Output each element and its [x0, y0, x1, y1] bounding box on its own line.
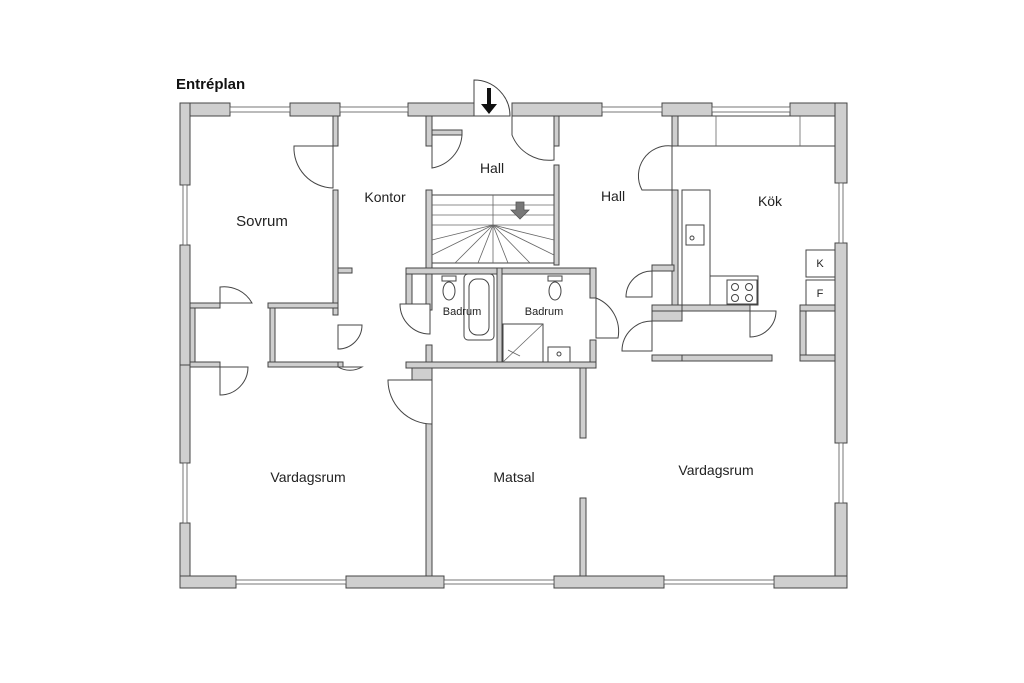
exterior-walls [179, 102, 848, 589]
appliance-label-frys: F [817, 288, 824, 300]
room-labels: Sovrum Kontor Hall Hall Kök Badrum Badru… [236, 160, 824, 485]
stair-down-arrow-icon [510, 201, 530, 220]
bathroom-fixtures [441, 273, 571, 363]
entrance-arrow-icon [481, 88, 497, 114]
plan-title: Entréplan [176, 76, 246, 93]
room-label-vardagsrum-west: Vardagsrum [270, 469, 345, 485]
kitchen-fixtures [677, 115, 836, 306]
room-label-badrum-2: Badrum [525, 306, 564, 318]
staircase [431, 194, 555, 264]
room-label-matsal: Matsal [493, 469, 534, 485]
room-label-hall-entry: Hall [480, 160, 504, 176]
room-label-sovrum: Sovrum [236, 213, 288, 230]
doors [219, 79, 777, 425]
room-label-hall-east: Hall [601, 188, 625, 204]
appliance-label-kyl: K [816, 258, 824, 270]
room-label-kontor: Kontor [364, 189, 406, 205]
room-label-badrum-1: Badrum [443, 306, 482, 318]
freezer-box [805, 279, 836, 306]
room-label-vardagsrum-east: Vardagsrum [678, 462, 753, 478]
room-label-kok: Kök [758, 193, 783, 209]
interior-walls [189, 115, 836, 577]
fridge-box [805, 249, 836, 278]
